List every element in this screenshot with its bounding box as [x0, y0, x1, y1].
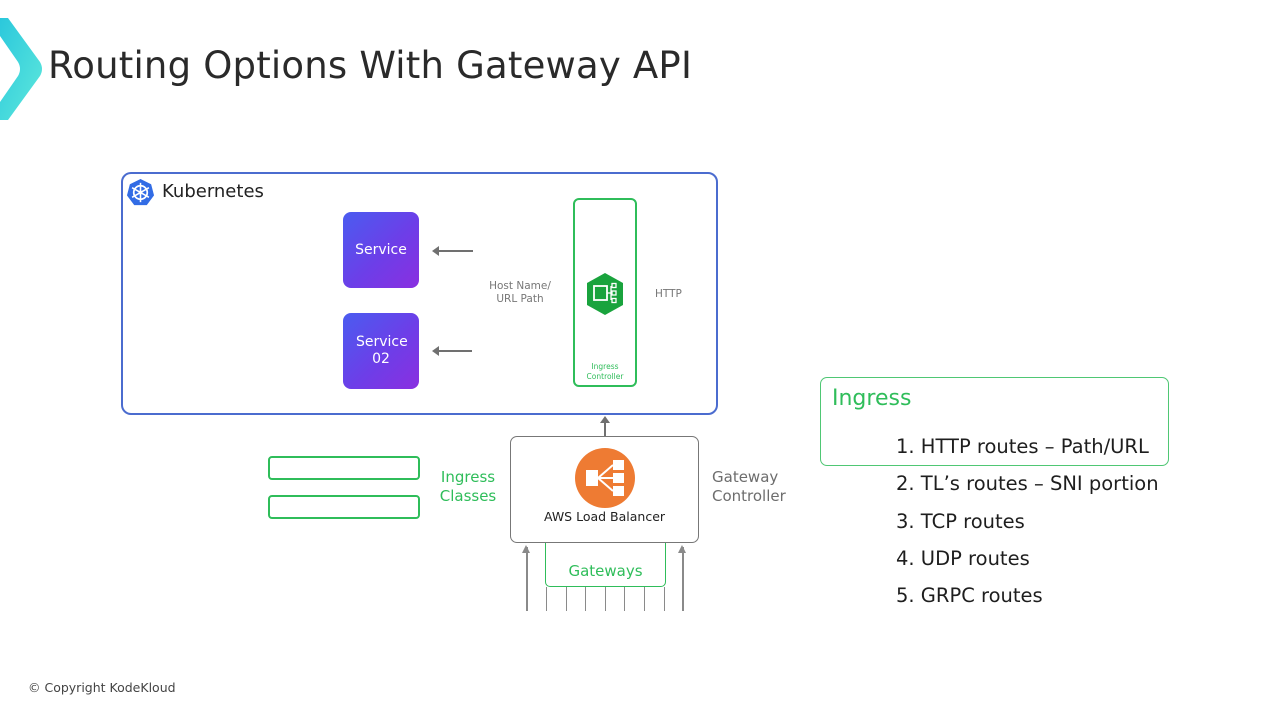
service-label: Service	[355, 241, 407, 258]
incoming-traffic-line	[566, 587, 567, 611]
service-label: Service 02	[356, 334, 408, 367]
page-title: Routing Options With Gateway API	[48, 44, 693, 87]
incoming-traffic-line	[605, 587, 606, 611]
incoming-traffic-line	[546, 587, 547, 611]
service-node: Service	[343, 212, 419, 288]
copyright-footer: © Copyright KodeKloud	[28, 680, 176, 695]
nginx-ingress-hexagon-icon	[587, 273, 623, 315]
incoming-traffic-arrow	[523, 545, 529, 611]
kodekloud-logo-chevron	[0, 18, 42, 120]
arrow-left-icon	[432, 346, 472, 356]
route-item: 4. UDP routes	[896, 546, 1030, 570]
kubernetes-cluster-box	[121, 172, 718, 415]
kubernetes-helm-icon	[126, 178, 155, 206]
incoming-traffic-line	[585, 587, 586, 611]
incoming-traffic-arrow	[679, 545, 685, 611]
ingress-title: Ingress	[832, 386, 912, 411]
route-item: 5. GRPC routes	[896, 584, 1043, 608]
gateways-box	[545, 543, 666, 587]
incoming-traffic-line	[644, 587, 645, 611]
http-label: HTTP	[655, 288, 682, 300]
ingress-class-box	[268, 456, 420, 480]
kubernetes-label: Kubernetes	[162, 181, 264, 202]
ingress-classes-label: Ingress Classes	[439, 468, 497, 505]
aws-load-balancer-label: AWS Load Balancer	[543, 509, 666, 524]
route-item: 1. HTTP routes – Path/URL	[896, 435, 1149, 458]
ingress-controller-box	[573, 198, 637, 387]
gateways-label: Gateways	[568, 562, 643, 580]
host-name-url-path-label: Host Name/ URL Path	[489, 280, 551, 305]
gateway-controller-text: Gateway Controller	[712, 468, 786, 505]
arrow-left-icon	[432, 246, 473, 256]
arrow-up-icon	[600, 416, 610, 437]
service-02-node: Service 02	[343, 313, 419, 389]
route-types-list: 1. HTTP routes – Path/URL 2. TL’s routes…	[896, 433, 1159, 619]
gateway-controller-label: Gateway Controller	[712, 468, 792, 506]
route-item: 3. TCP routes	[896, 509, 1025, 533]
aws-elb-icon	[575, 448, 635, 508]
ingress-highlight-box	[820, 377, 1169, 466]
route-item: 2. TL’s routes – SNI portion	[896, 472, 1159, 496]
ingress-controller-label: Ingress Controller	[586, 362, 624, 381]
ingress-class-box	[268, 495, 420, 519]
incoming-traffic-line	[624, 587, 625, 611]
incoming-traffic-line	[664, 587, 665, 611]
